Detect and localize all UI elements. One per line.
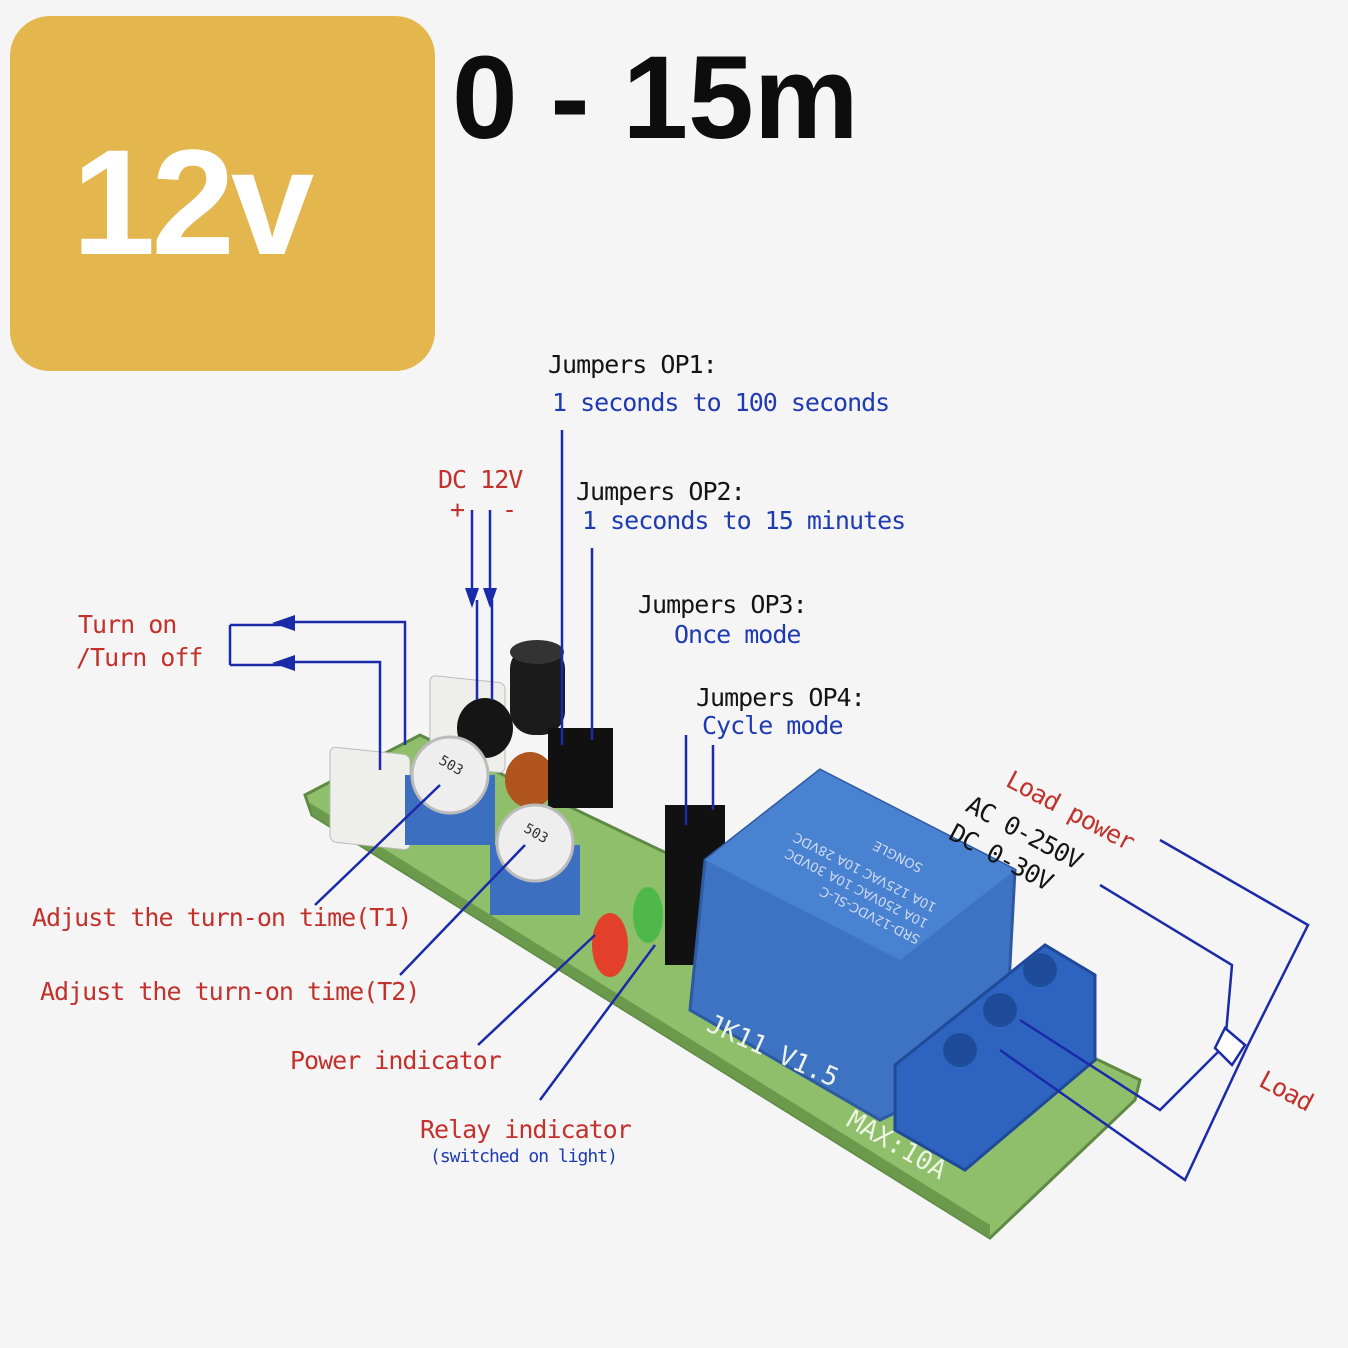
op3-desc: Once mode [674,620,801,649]
dc-power-label: DC 12V [438,465,523,494]
time-range-heading: 0 - 15m [452,32,859,164]
arrow-heads [272,588,497,671]
power-led [592,913,628,977]
relay-indicator-label: Relay indicator [420,1115,632,1144]
op1-desc: 1 seconds to 100 seconds [552,388,890,417]
op2-desc: 1 seconds to 15 minutes [582,506,906,535]
leader-lines [228,430,1310,1182]
dc-minus: - [502,495,517,524]
voltage-label: 12v [72,118,314,286]
op3-title: Jumpers OP3: [638,590,808,619]
terminal-block [893,943,1097,1172]
inductor [505,752,555,808]
relay-indicator-note: (switched on light) [430,1146,618,1167]
trigger-connector [329,746,411,850]
relay-led [633,887,663,943]
op1-title: Jumpers OP1: [548,350,718,379]
power-indicator-label: Power indicator [290,1046,502,1075]
adjust-t2-label: Adjust the turn-on time(T2) [40,977,420,1006]
pcb-edge [310,803,990,1238]
turn-on-label: Turn on [78,610,177,639]
jumper-op1-op2 [548,728,613,808]
dc-plus: + [450,495,465,524]
op4-desc: Cycle mode [702,711,844,740]
adjust-t1-label: Adjust the turn-on time(T1) [32,903,412,932]
op2-title: Jumpers OP2: [576,477,746,506]
turn-off-label: /Turn off [76,643,203,672]
voltage-badge: 12v [10,16,435,371]
op4-title: Jumpers OP4: [696,683,866,712]
capacitor [510,645,565,735]
